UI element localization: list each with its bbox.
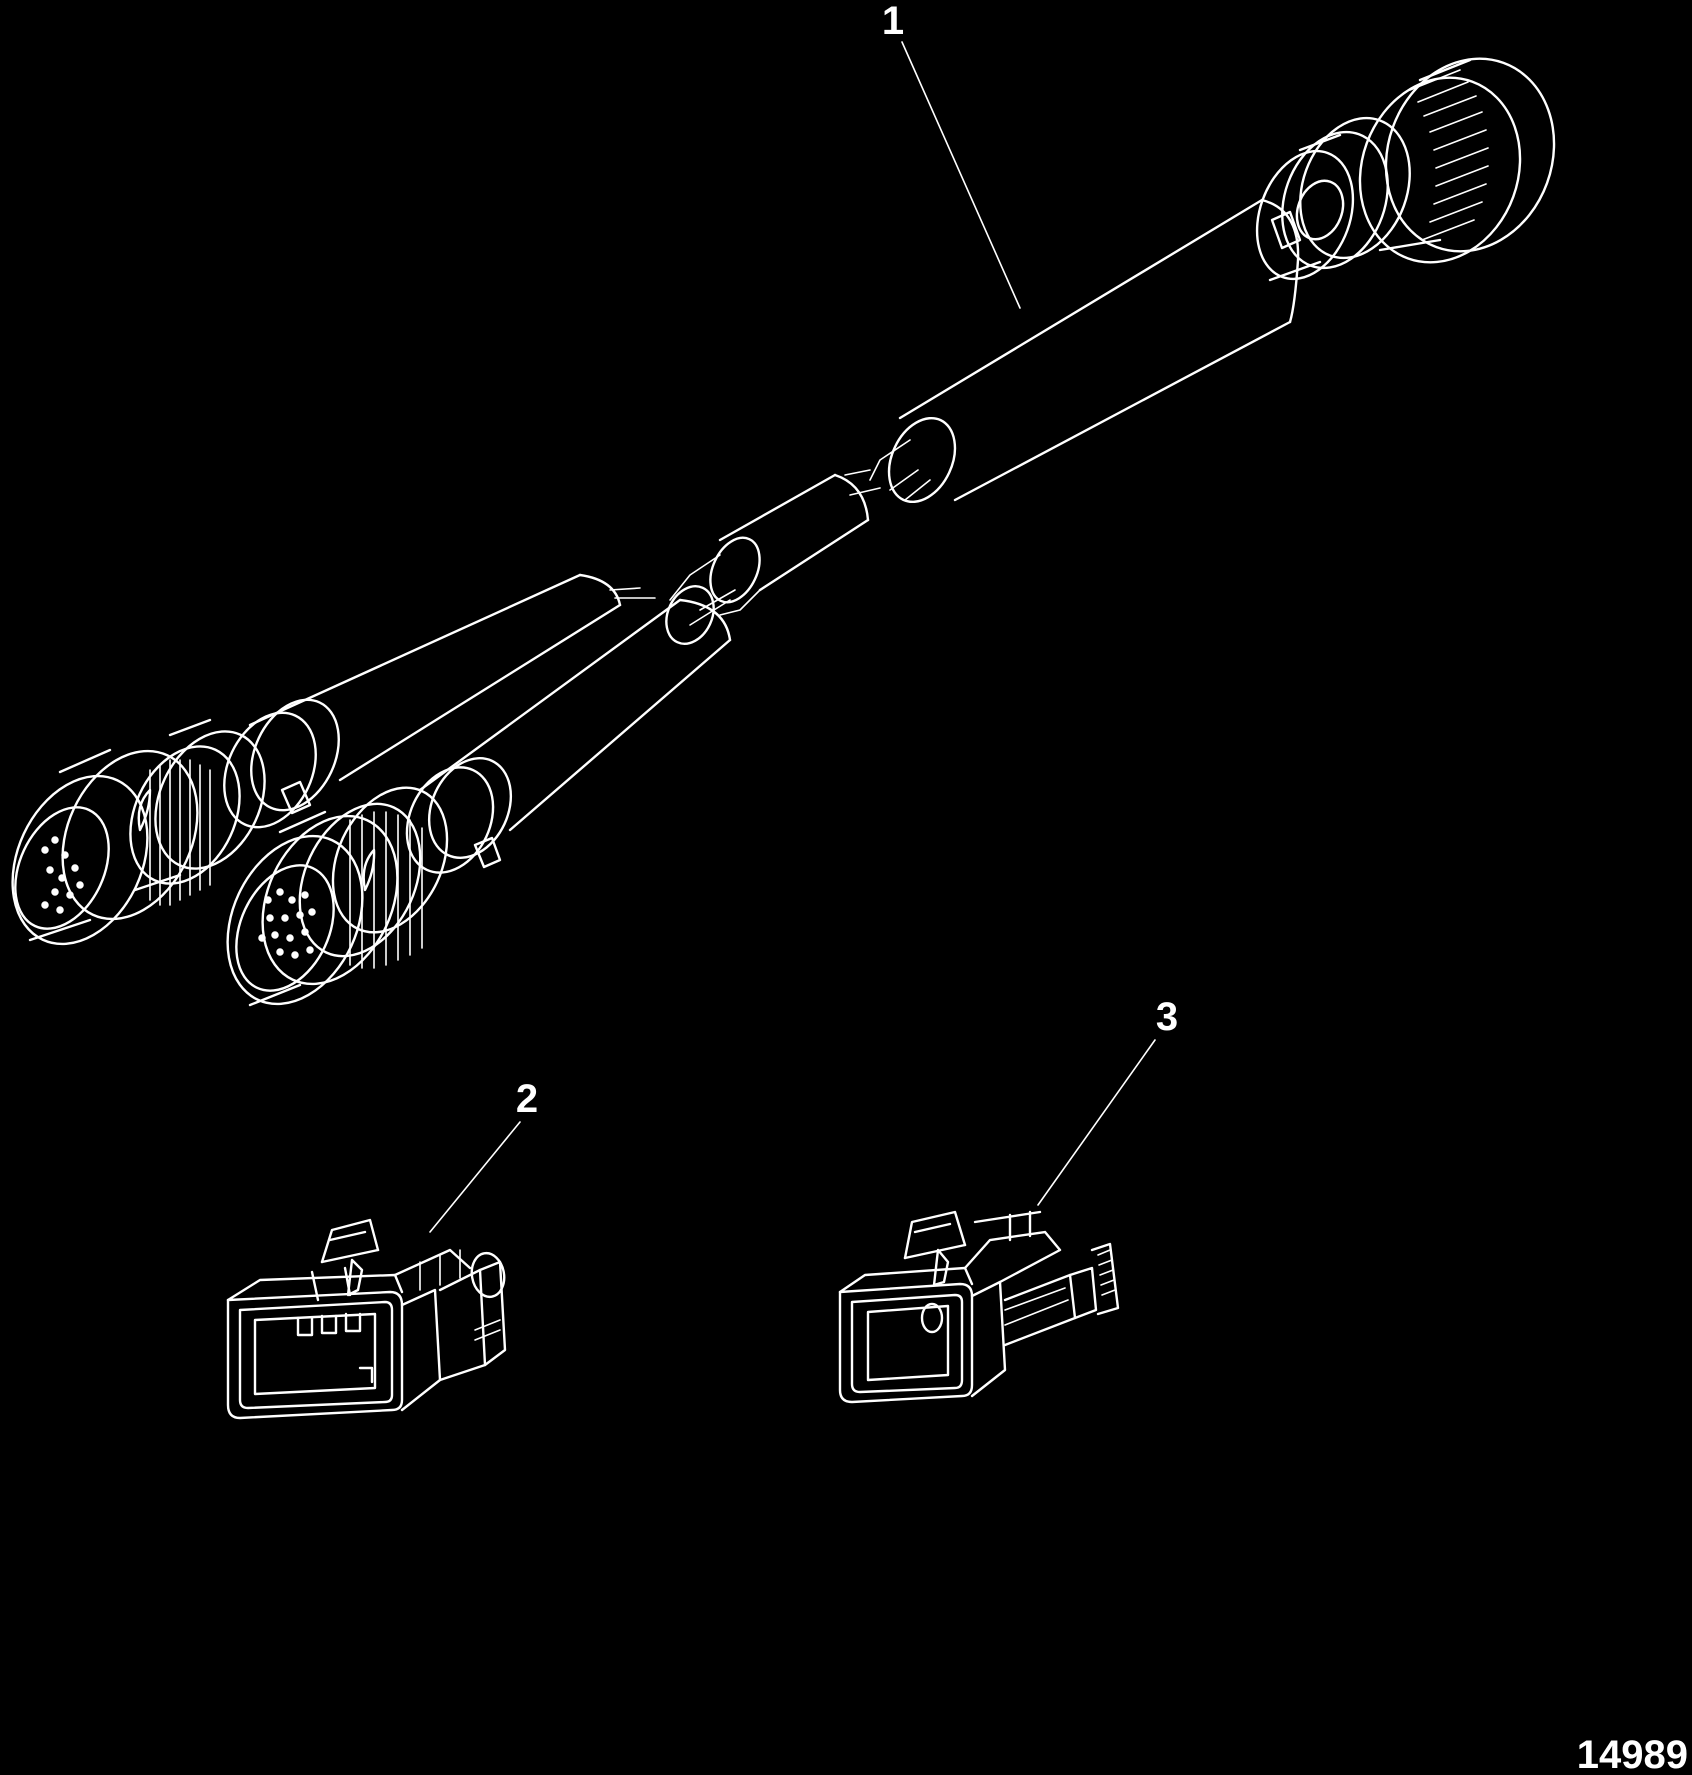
callout-1: 1 bbox=[882, 0, 904, 43]
callout-2: 2 bbox=[516, 1077, 538, 1121]
right-connector bbox=[1255, 57, 1556, 282]
lower-branch bbox=[418, 585, 732, 832]
plug-connector-2 bbox=[226, 1218, 507, 1420]
second-connector bbox=[226, 757, 513, 1007]
y-harness bbox=[11, 57, 1556, 1007]
junction-sleeve bbox=[669, 473, 870, 626]
plug-connector-3 bbox=[838, 1210, 1120, 1404]
second-connector-pins bbox=[258, 888, 316, 959]
leader-lines bbox=[429, 41, 1156, 1233]
leader-line-1 bbox=[901, 41, 1021, 309]
left-connector-pins bbox=[41, 836, 84, 914]
main-trunk bbox=[844, 198, 1300, 504]
callout-3: 3 bbox=[1156, 995, 1178, 1039]
leader-line-2 bbox=[429, 1121, 521, 1233]
left-connector bbox=[11, 698, 340, 946]
leader-line-3 bbox=[1037, 1039, 1156, 1206]
upper-branch bbox=[248, 573, 656, 782]
figure-number: 14989 bbox=[1577, 1733, 1688, 1775]
